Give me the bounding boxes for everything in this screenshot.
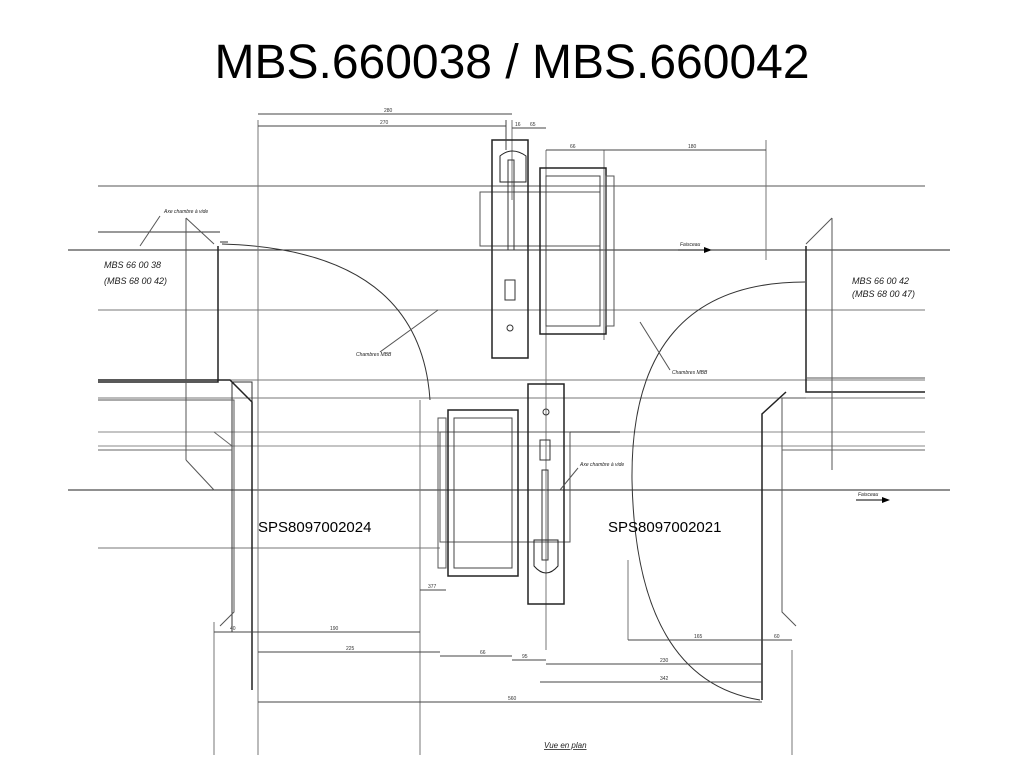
dim-270: 270 [380,120,389,126]
dim-65: 65 [530,122,536,128]
beam-label-top: Faisceau [680,242,701,248]
dim-342: 342 [660,676,669,682]
dim-66b: 66 [480,650,486,656]
part-number-right: SPS8097002021 [608,519,722,536]
dim-165: 165 [694,634,703,640]
dim-377: 377 [428,584,437,590]
dim-180: 180 [688,144,697,150]
dim-560: 560 [508,696,517,702]
dim-225: 225 [346,646,355,652]
beam-arrow-top-icon [704,247,712,253]
view-label: Vue en plan [544,741,587,750]
right-magnet-alt: (MBS 68 00 47) [852,289,915,299]
dim-230: 230 [660,658,669,664]
part-number-left: SPS8097002024 [258,519,372,536]
beam-label-bottom: Faisceau [858,492,879,498]
left-magnet-code: MBS 66 00 38 [104,260,161,270]
dim-60: 60 [774,634,780,640]
dim-280: 280 [384,108,393,114]
beam-arrow-bottom-icon [882,497,890,503]
chamber-label-left: Chambres MBB [356,352,392,358]
technical-drawing: MBS 66 00 38 (MBS 68 00 42) MBS 66 00 42… [68,108,950,755]
dim-95: 95 [522,654,528,660]
axis-label-bottom: Axe chambre à vide [579,462,624,468]
dim-66: 66 [570,144,576,150]
page-title: MBS.660038 / MBS.660042 [214,36,810,89]
right-magnet-code: MBS 66 00 42 [852,276,909,286]
left-magnet-alt: (MBS 68 00 42) [104,276,167,286]
dim-16: 16 [515,122,521,128]
axis-label-top: Axe chambre à vide [163,209,208,215]
chamber-label-right: Chambres MBB [672,370,708,376]
dim-190: 190 [330,626,339,632]
dim-40: 40 [230,626,236,632]
